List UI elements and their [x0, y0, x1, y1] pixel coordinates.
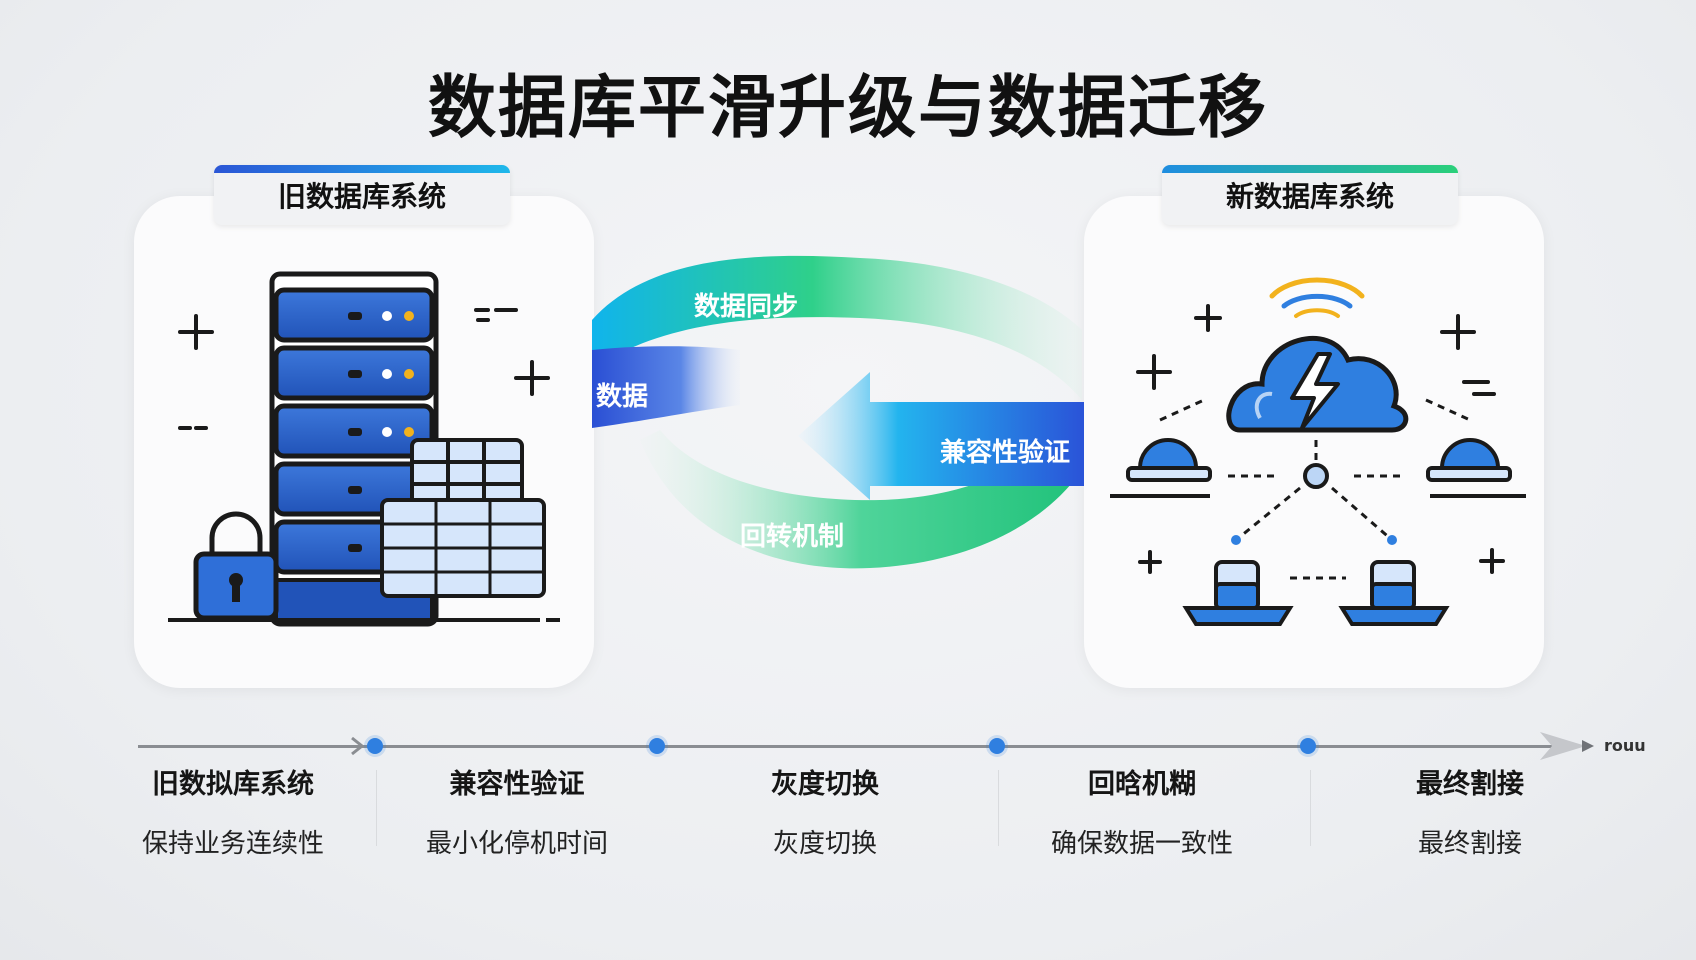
step-subtitle: 确保数据一致性 [1050, 829, 1233, 859]
dome-node-icon [1110, 438, 1526, 498]
timeline-dot [649, 738, 665, 754]
server-rack-icon [168, 271, 560, 627]
lock-icon [193, 511, 279, 621]
device-node-icon [1182, 560, 1450, 626]
step-title: 兼容性验证 [449, 769, 585, 800]
step-subtitle: 灰度切换 [772, 829, 877, 859]
timeline-step-3: 灰度切换 灰度切换 [695, 762, 955, 860]
timeline-step-2: 兼容性验证 最小化停机时间 [387, 762, 647, 860]
timeline-end-label: rouu [1604, 736, 1646, 755]
old-system-label: 旧数据库系统 [214, 165, 510, 225]
step-subtitle: 最小化停机时间 [425, 829, 608, 859]
step-title: 灰度切换 [771, 769, 879, 800]
sync-label: 数据同步 [694, 292, 799, 322]
step-title: 回晗机糊 [1088, 769, 1196, 800]
new-system-label: 新数据库系统 [1162, 165, 1458, 225]
cloud-icon [1226, 335, 1409, 433]
timeline-step-1: 旧数拟库系统 保持业务连续性 [103, 762, 363, 860]
step-subtitle: 最终割接 [1417, 829, 1522, 859]
step-divider [1310, 770, 1311, 846]
timeline-dot [367, 738, 383, 754]
data-band [592, 346, 740, 428]
step-title: 旧数拟库系统 [152, 769, 314, 800]
page-title: 数据库平滑升级与数据迁移 [427, 69, 1268, 148]
step-subtitle: 保持业务连续性 [141, 829, 324, 859]
verify-label: 兼容性验证 [940, 438, 1071, 468]
sparkle-icon [1136, 304, 1505, 574]
sparkle-icon [178, 308, 550, 430]
network-hub [1303, 463, 1329, 489]
timeline-line [138, 745, 1578, 748]
timeline-step-5: 最终割接 最终割接 [1340, 762, 1600, 860]
rollback-arc [640, 420, 1082, 569]
step-title: 最终割接 [1416, 769, 1524, 800]
wifi-icon [1269, 277, 1365, 318]
step-divider [998, 770, 999, 846]
data-table-icon [380, 438, 546, 598]
network-lines [1159, 398, 1471, 580]
timeline-dot [1300, 738, 1316, 754]
rollback-label: 回转机制 [740, 522, 845, 552]
timeline-dot [989, 738, 1005, 754]
verify-arrow [798, 372, 1084, 500]
data-label: 数据 [596, 382, 649, 412]
step-divider [376, 770, 377, 846]
sync-arc [592, 255, 1082, 400]
timeline-step-4: 回晗机糊 确保数据一致性 [1012, 762, 1272, 860]
